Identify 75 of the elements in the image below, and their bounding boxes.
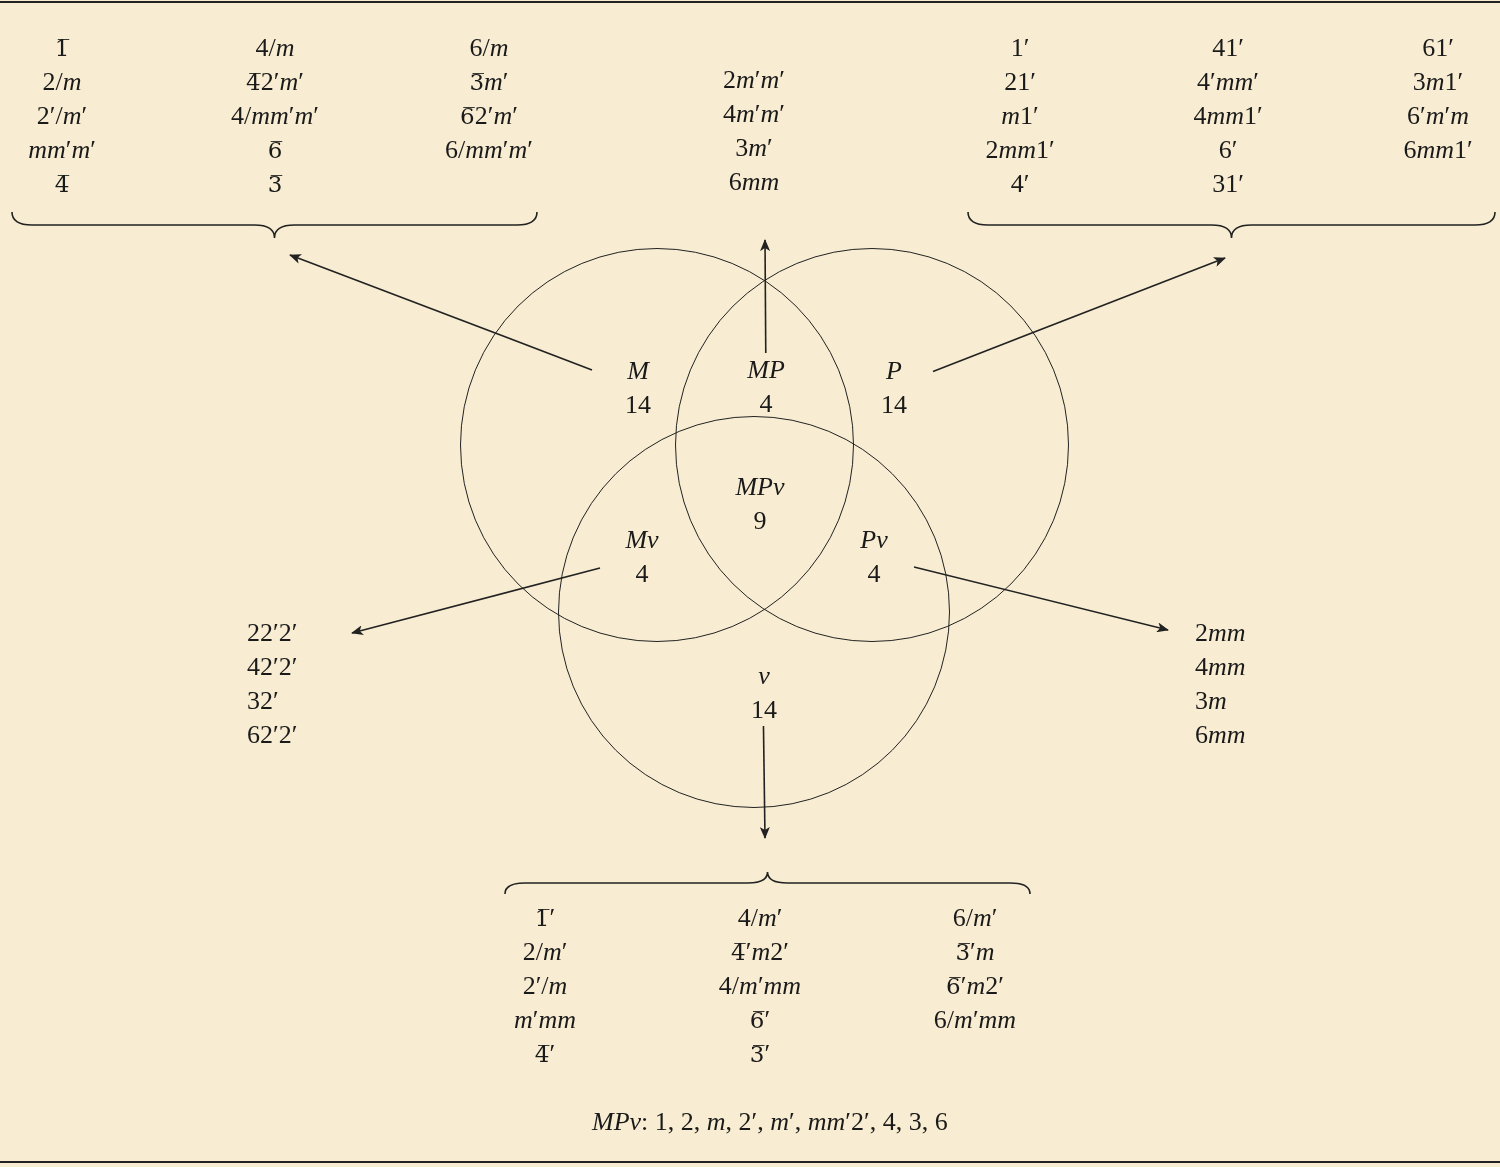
arrow (351, 567, 601, 636)
point-group-symbol: 6mm1′ (1403, 134, 1473, 166)
point-group-symbol: 4̅′m2′ (731, 936, 789, 968)
arrow (289, 254, 593, 371)
point-group-symbol: 32′ (247, 685, 279, 717)
point-group-symbol: 6̅2′m′ (460, 100, 518, 132)
region-count: 4 (867, 558, 881, 590)
point-group-symbol: 6′m′m (1407, 100, 1469, 132)
point-group-symbol: 2mm1′ (985, 134, 1055, 166)
arrow (760, 239, 771, 354)
point-group-symbol: 4mm1′ (1193, 100, 1263, 132)
point-group-symbol: 6mm (1195, 719, 1246, 751)
region-name: MP (747, 354, 785, 386)
point-group-symbol: 4m′m′ (723, 98, 785, 130)
arrow (759, 725, 770, 839)
point-group-symbol: 62′2′ (247, 719, 298, 751)
region-name: MPv (735, 471, 785, 503)
point-group-symbol: 6/mm′m′ (445, 134, 533, 166)
region-count: 14 (751, 694, 777, 726)
region-name: v (758, 660, 770, 692)
point-group-symbol: 21′ (1004, 66, 1036, 98)
point-group-symbol: 3̅ (267, 170, 283, 199)
point-group-symbol: 4/m′mm (718, 970, 802, 1002)
point-group-symbol: 6mm (728, 166, 780, 198)
point-group-symbol: 3m (1195, 685, 1227, 717)
point-group-symbol: 6̅′ (749, 1004, 771, 1036)
point-group-symbol: 4/m (255, 32, 295, 64)
region-name: P (886, 355, 902, 387)
point-group-symbol: 4̅2′m′ (246, 66, 304, 98)
point-group-symbol: 6̅ (267, 136, 283, 165)
region-count: 14 (625, 389, 651, 421)
arrow (932, 257, 1226, 373)
point-group-symbol: 6/m′mm (933, 1004, 1017, 1036)
point-group-symbol: 1′ (1010, 32, 1030, 64)
region-count: 14 (881, 389, 907, 421)
point-group-symbol: 4′ (1010, 168, 1030, 200)
point-group-symbol: 42′2′ (247, 651, 298, 683)
point-group-symbol: 6′ (1218, 134, 1238, 166)
point-group-symbol: 4̅ (54, 170, 70, 199)
point-group-symbol: 2′/m′ (36, 100, 88, 132)
point-group-symbol: 4/mm′m′ (231, 100, 319, 132)
point-group-symbol: 31′ (1212, 168, 1244, 200)
point-group-symbol: 3̅′m (955, 936, 995, 968)
point-group-symbol: 4mm (1195, 651, 1246, 683)
point-group-symbol: 3̅′ (749, 1038, 771, 1070)
point-group-symbol: 6̅′m2′ (946, 970, 1004, 1002)
region-name: Mv (625, 524, 659, 556)
point-group-symbol: 4′mm′ (1197, 66, 1259, 98)
point-group-symbol: 2mm (1195, 617, 1246, 649)
point-group-symbol: 3̅m′ (469, 66, 509, 98)
point-group-symbol: 1̅′ (534, 902, 556, 934)
point-group-symbol: 3m1′ (1412, 66, 1464, 98)
point-group-symbol: 2′/m (522, 970, 568, 1002)
region-name: M (627, 355, 649, 387)
point-group-symbol: m1′ (1001, 100, 1039, 132)
point-group-symbol: 2/m′ (522, 936, 568, 968)
point-group-symbol: 4/m′ (737, 902, 783, 934)
point-group-symbol: 6/m′ (952, 902, 998, 934)
point-group-symbol: 41′ (1212, 32, 1244, 64)
point-group-symbol: m′mm (514, 1004, 576, 1036)
region-count: 4 (635, 558, 649, 590)
region-count: 4 (759, 388, 773, 420)
point-group-symbol: 22′2′ (247, 617, 298, 649)
point-group-symbol: 2/m (42, 66, 82, 98)
point-group-symbol: 4̅′ (534, 1038, 556, 1070)
note-text: MPv: 1, 2, m, 2′, m′, mm′2′, 4, 3, 6 (592, 1106, 948, 1138)
point-group-symbol: 2m′m′ (723, 64, 785, 96)
point-group-symbol: 3m′ (735, 132, 773, 164)
point-group-symbol: 6/m (469, 32, 509, 64)
point-group-symbol: 61′ (1422, 32, 1454, 64)
point-group-symbol: 1̅ (54, 34, 70, 63)
point-group-symbol: mm′m′ (28, 134, 96, 166)
region-count: 9 (753, 505, 767, 537)
region-name: Pv (860, 524, 888, 556)
arrow (913, 566, 1169, 633)
